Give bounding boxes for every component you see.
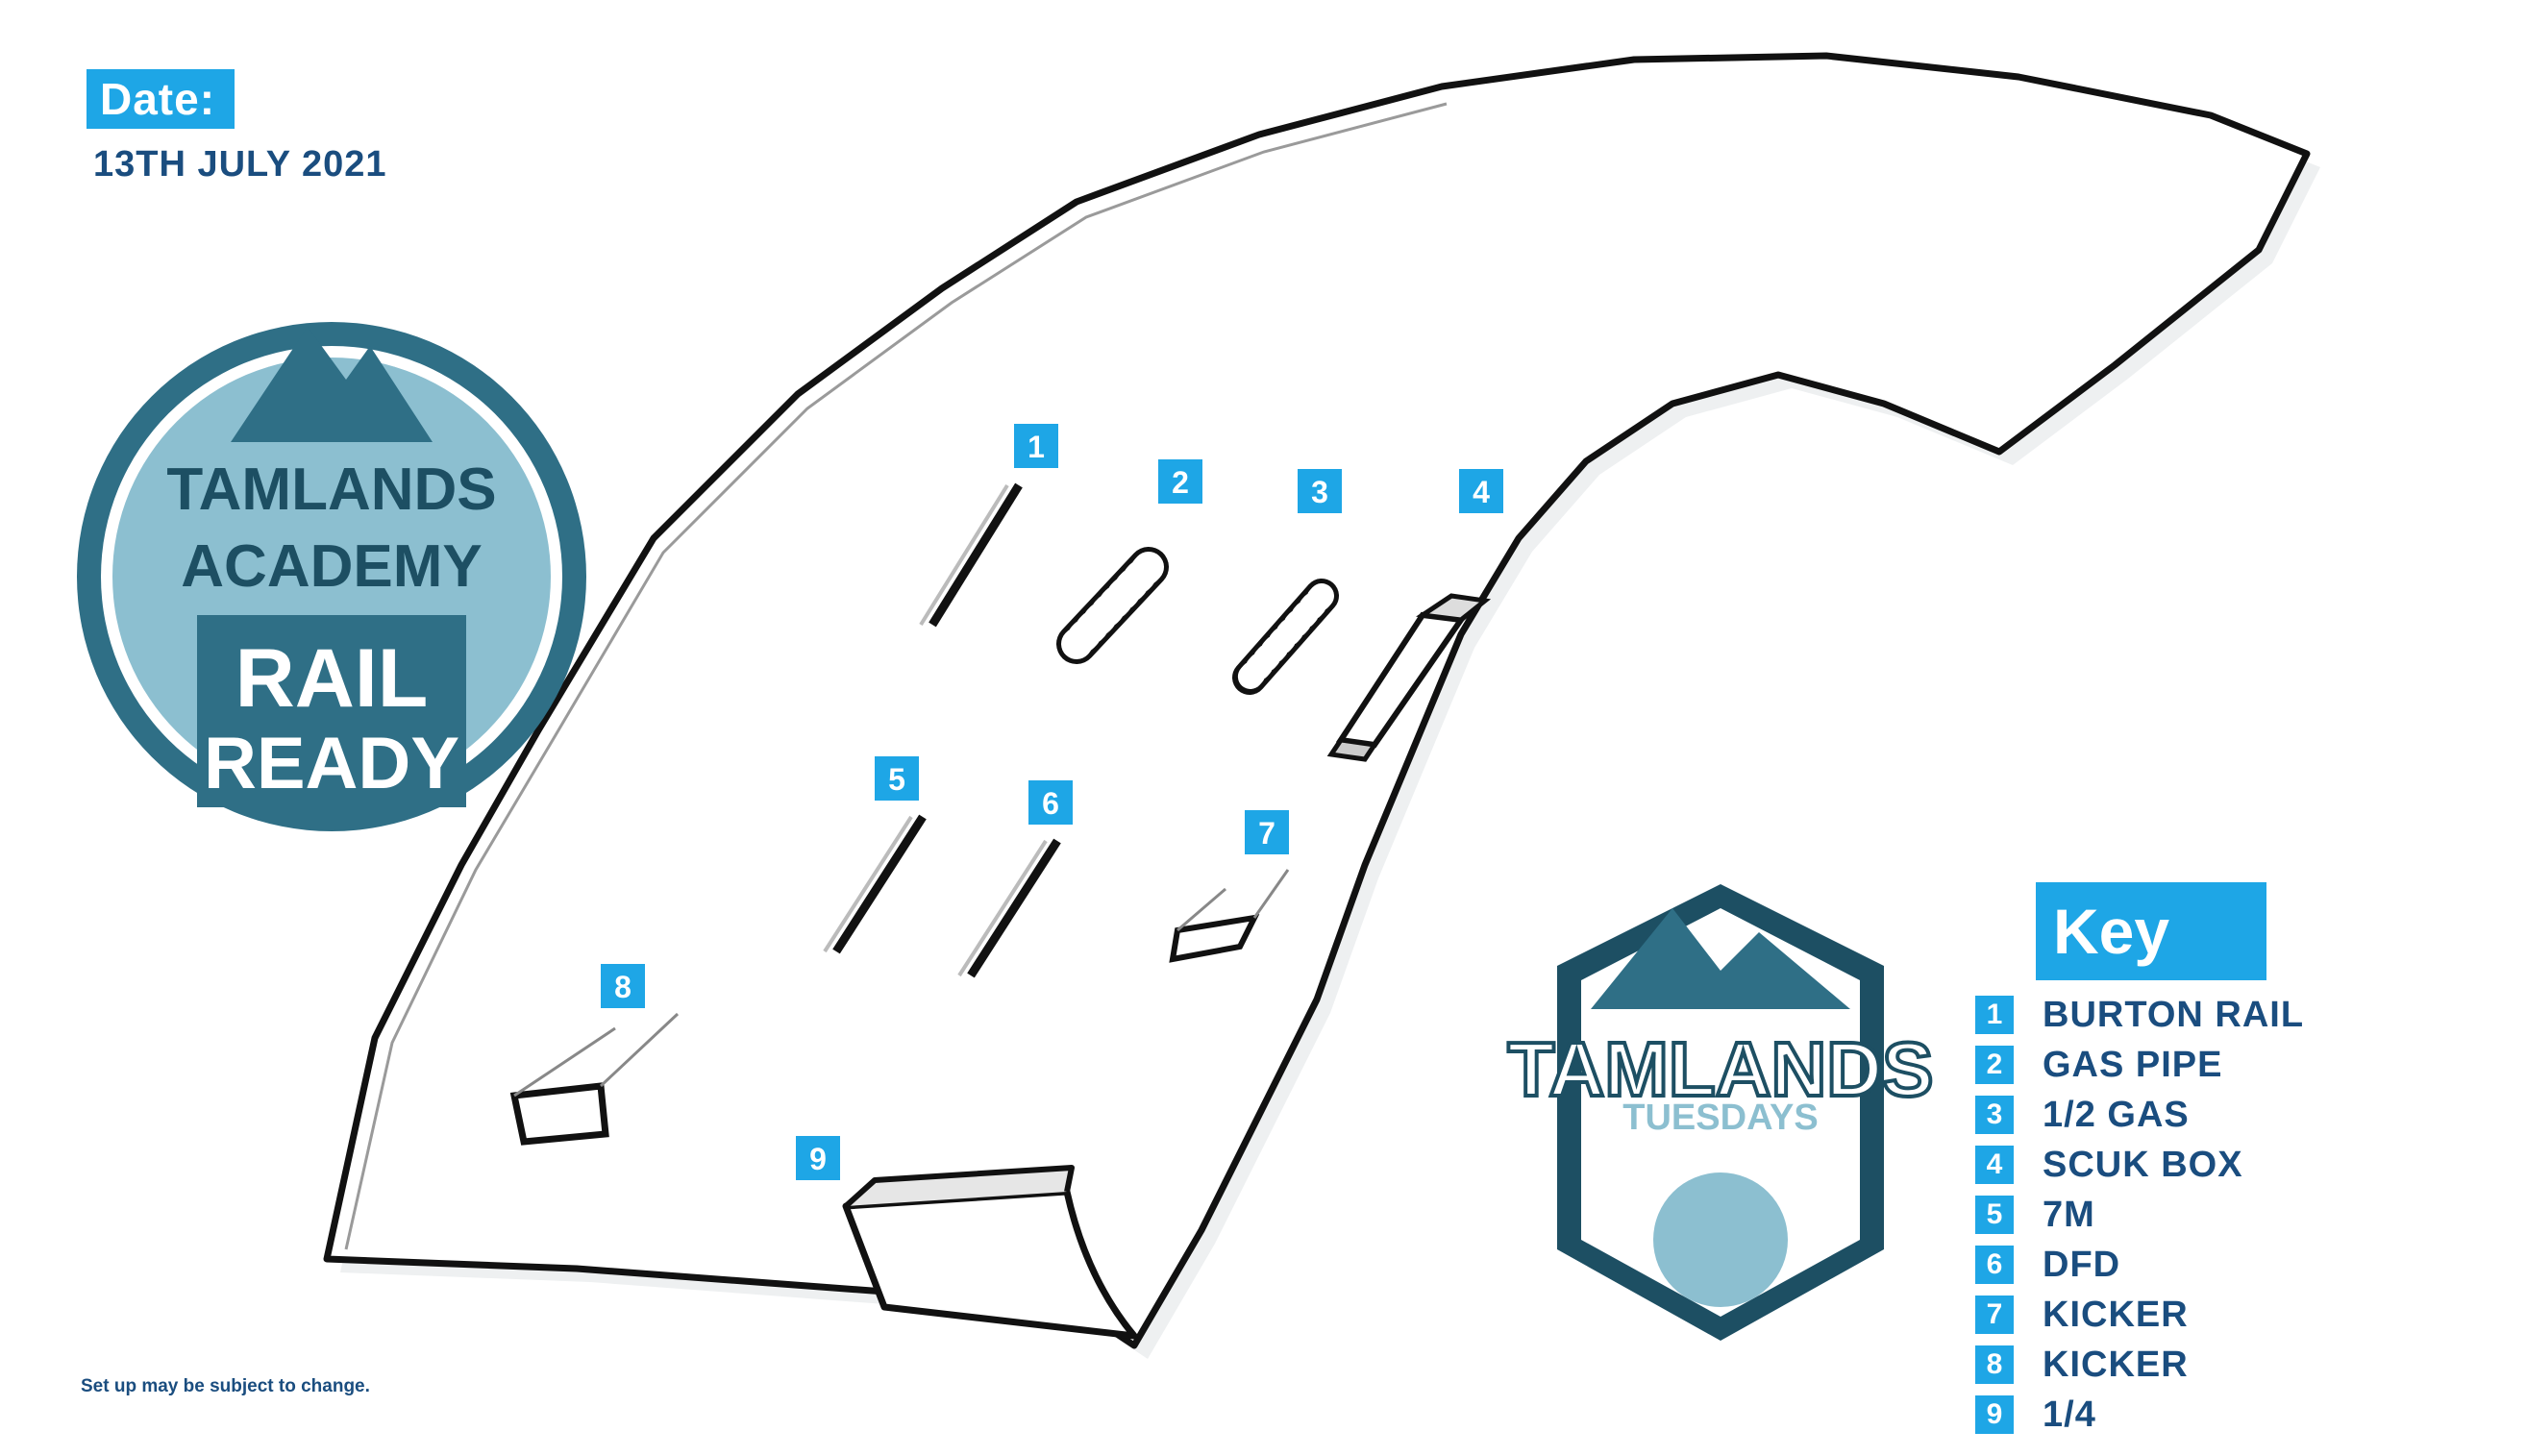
key-number: 9: [1975, 1395, 2014, 1434]
key-item: 3 1/2 GAS: [1975, 1090, 2475, 1140]
badge-2: 2: [1158, 459, 1202, 504]
feature-1-rail: [919, 482, 1023, 628]
key-item: 8 KICKER: [1975, 1340, 2475, 1390]
badge-5: 5: [875, 756, 919, 801]
sun-icon: [1653, 1172, 1788, 1307]
feature-9-quarter-pipe: [842, 1165, 1138, 1340]
key-number: 3: [1975, 1096, 2014, 1134]
svg-text:8: 8: [614, 970, 632, 1004]
key-label: SCUK BOX: [2043, 1144, 2243, 1185]
badge-1: 1: [1014, 424, 1058, 468]
disclaimer: Set up may be subject to change.: [81, 1376, 370, 1396]
feature-4-box: [1326, 593, 1492, 762]
key-number: 4: [1975, 1146, 2014, 1184]
svg-text:7: 7: [1258, 816, 1275, 851]
svg-text:TAMLANDS: TAMLANDS: [1508, 1026, 1934, 1112]
key-item: 1 BURTON RAIL: [1975, 990, 2475, 1040]
key-label: KICKER: [2043, 1344, 2189, 1385]
slope-sketch-line: [344, 102, 1448, 1250]
date-label: Date:: [87, 69, 235, 129]
key-item: 4 SCUK BOX: [1975, 1140, 2475, 1190]
key-label: 1/4: [2043, 1394, 2096, 1435]
key-list: 1 BURTON RAIL 2 GAS PIPE 3 1/2 GAS 4 SCU…: [1975, 990, 2475, 1440]
badge-3: 3: [1298, 469, 1342, 513]
feature-5-rail: [823, 814, 927, 954]
date-value: 13TH JULY 2021: [93, 144, 387, 185]
feature-3-half-gas: [1232, 579, 1339, 695]
badge-8: 8: [601, 964, 645, 1008]
badge-7: 7: [1245, 810, 1289, 854]
key-number: 1: [1975, 996, 2014, 1034]
key-label: KICKER: [2043, 1294, 2189, 1335]
badge-6: 6: [1028, 780, 1073, 825]
key-label: 1/2 GAS: [2043, 1094, 2190, 1135]
svg-text:9: 9: [809, 1142, 827, 1176]
mountain-icon: [1591, 908, 1850, 1009]
key-label: BURTON RAIL: [2043, 994, 2305, 1035]
feature-2-gas-pipe: [1056, 547, 1169, 664]
badge-4: 4: [1459, 469, 1503, 513]
svg-text:5: 5: [888, 762, 905, 797]
feature-8-kicker: [509, 1012, 680, 1146]
key-label: GAS PIPE: [2043, 1044, 2223, 1085]
feature-7-kicker: [1169, 869, 1290, 963]
key-number: 7: [1975, 1296, 2014, 1334]
key-item: 2 GAS PIPE: [1975, 1040, 2475, 1090]
svg-text:2: 2: [1172, 465, 1189, 500]
svg-text:1: 1: [1028, 430, 1045, 464]
svg-text:3: 3: [1311, 475, 1328, 509]
feature-6-rail: [957, 838, 1061, 978]
svg-text:READY: READY: [204, 723, 459, 804]
badge-9: 9: [796, 1136, 840, 1180]
key-item: 5 7M: [1975, 1190, 2475, 1240]
key-number: 6: [1975, 1246, 2014, 1284]
svg-text:TUESDAYS: TUESDAYS: [1622, 1098, 1818, 1138]
key-number: 2: [1975, 1046, 2014, 1084]
svg-text:TAMLANDS: TAMLANDS: [166, 457, 496, 523]
mountain-icon: [231, 327, 433, 442]
key-item: 9 1/4: [1975, 1390, 2475, 1440]
svg-text:RAIL: RAIL: [235, 632, 429, 725]
key-label: 7M: [2043, 1194, 2095, 1235]
svg-text:6: 6: [1042, 786, 1059, 821]
svg-text:4: 4: [1473, 475, 1490, 509]
key-item: 6 DFD: [1975, 1240, 2475, 1290]
tuesdays-logo: TAMLANDS TUESDAYS: [1506, 884, 1935, 1341]
slope-outline: [323, 52, 2311, 1349]
key-title: Key: [2036, 882, 2266, 980]
key-number: 8: [1975, 1345, 2014, 1384]
key-label: DFD: [2043, 1244, 2121, 1285]
key-item: 7 KICKER: [1975, 1290, 2475, 1340]
academy-logo: TAMLANDS ACADEMY RAIL READY: [77, 322, 586, 831]
key-number: 5: [1975, 1196, 2014, 1234]
svg-text:ACADEMY: ACADEMY: [181, 533, 482, 600]
